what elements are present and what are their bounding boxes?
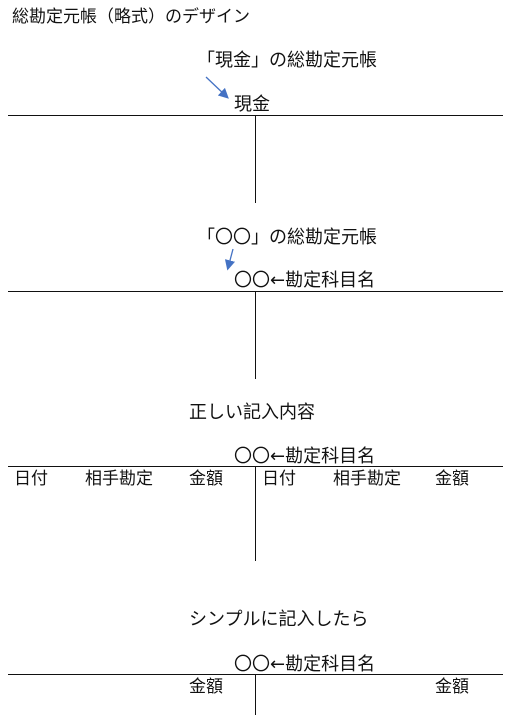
left-col-date: 日付 [14, 469, 48, 489]
right-col-amount: 金額 [435, 469, 469, 489]
section1-caption: 「現金」の総勘定元帳 [197, 50, 377, 71]
section2-caption: 「〇〇」の総勘定元帳 [197, 227, 377, 248]
section4-left-amount: 金額 [189, 677, 223, 697]
section3-t-vertical [255, 466, 256, 561]
left-col-amount: 金額 [189, 469, 223, 489]
section3-caption: 正しい記入内容 [189, 402, 315, 423]
section4-t-vertical [255, 674, 256, 715]
left-col-counter-account: 相手勘定 [85, 469, 153, 489]
right-col-counter-account: 相手勘定 [333, 469, 401, 489]
page-title: 総勘定元帳（略式）のデザイン [12, 7, 250, 27]
section1-t-vertical [255, 115, 256, 203]
section4-caption: シンプルに記入したら [189, 609, 369, 630]
section2-account-name: 〇〇←勘定科目名 [234, 270, 376, 291]
section4-right-amount: 金額 [435, 677, 469, 697]
section3-account-name: 〇〇←勘定科目名 [234, 446, 376, 467]
right-col-date: 日付 [262, 469, 296, 489]
section4-account-name: 〇〇←勘定科目名 [234, 654, 376, 675]
section1-account-name: 現金 [234, 94, 270, 115]
section2-t-vertical [255, 291, 256, 379]
